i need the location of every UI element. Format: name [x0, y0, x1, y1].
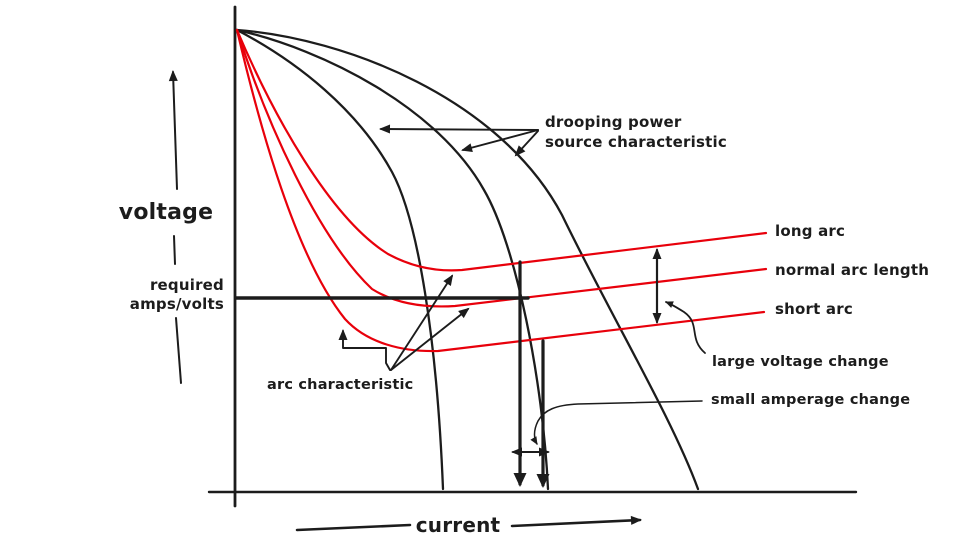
small-amperage-change-label: small amperage change [711, 392, 910, 408]
voltage-change-leader [665, 301, 706, 354]
power-curve-inner [235, 28, 445, 491]
normal-arc-length-label: normal arc length [775, 261, 929, 279]
arc-line-labels: long arc normal arc length short arc [775, 222, 929, 318]
drooping-arrow-2 [461, 129, 539, 153]
current-arrow-tail [295, 523, 412, 532]
voltage-up-arrow [168, 70, 178, 190]
amperage-change-leader [530, 400, 703, 445]
required-label-line2: amps/volts [130, 295, 224, 313]
drooping-label-line1: drooping power [545, 113, 682, 131]
drooping-arrow-1 [379, 124, 539, 134]
voltage-axis-segment-lower [175, 317, 182, 384]
current-arrow-head [510, 515, 642, 528]
voltage-axis-segment-upper [173, 235, 176, 265]
drooping-arrow-3 [514, 130, 539, 157]
arc-curve-long [235, 28, 768, 272]
voltage-axis-annotation: voltage [119, 70, 213, 384]
arc-curve-short [235, 28, 766, 353]
power-curve-middle [235, 28, 550, 491]
short-arc-label: short arc [775, 300, 853, 318]
power-curve-outer [235, 28, 700, 491]
long-arc-label: long arc [775, 222, 845, 240]
axes [207, 5, 858, 508]
drooping-label-line2: source characteristic [545, 133, 727, 151]
arc-curves [235, 28, 768, 353]
arc-characteristic-label: arc characteristic [267, 377, 413, 393]
drooping-callout: drooping power source characteristic [379, 113, 727, 157]
arc-arrow-1 [390, 274, 454, 371]
large-voltage-change-label: large voltage change [712, 354, 889, 370]
small-amperage-change-annotation: small amperage change [511, 260, 910, 488]
current-axis-annotation: current [295, 513, 642, 537]
arc-bracket-arrow [338, 329, 391, 371]
arc-curve-normal [235, 28, 768, 308]
power-source-curves [235, 28, 700, 491]
arc-characteristic-callout: arc characteristic [267, 274, 470, 393]
y-axis-label: voltage [119, 200, 213, 225]
large-voltage-change-annotation: large voltage change [652, 248, 889, 370]
required-reference: required amps/volts [130, 276, 530, 313]
arc-arrow-2 [390, 307, 470, 371]
x-axis-label: current [416, 513, 501, 537]
required-label-line1: required [150, 276, 224, 294]
